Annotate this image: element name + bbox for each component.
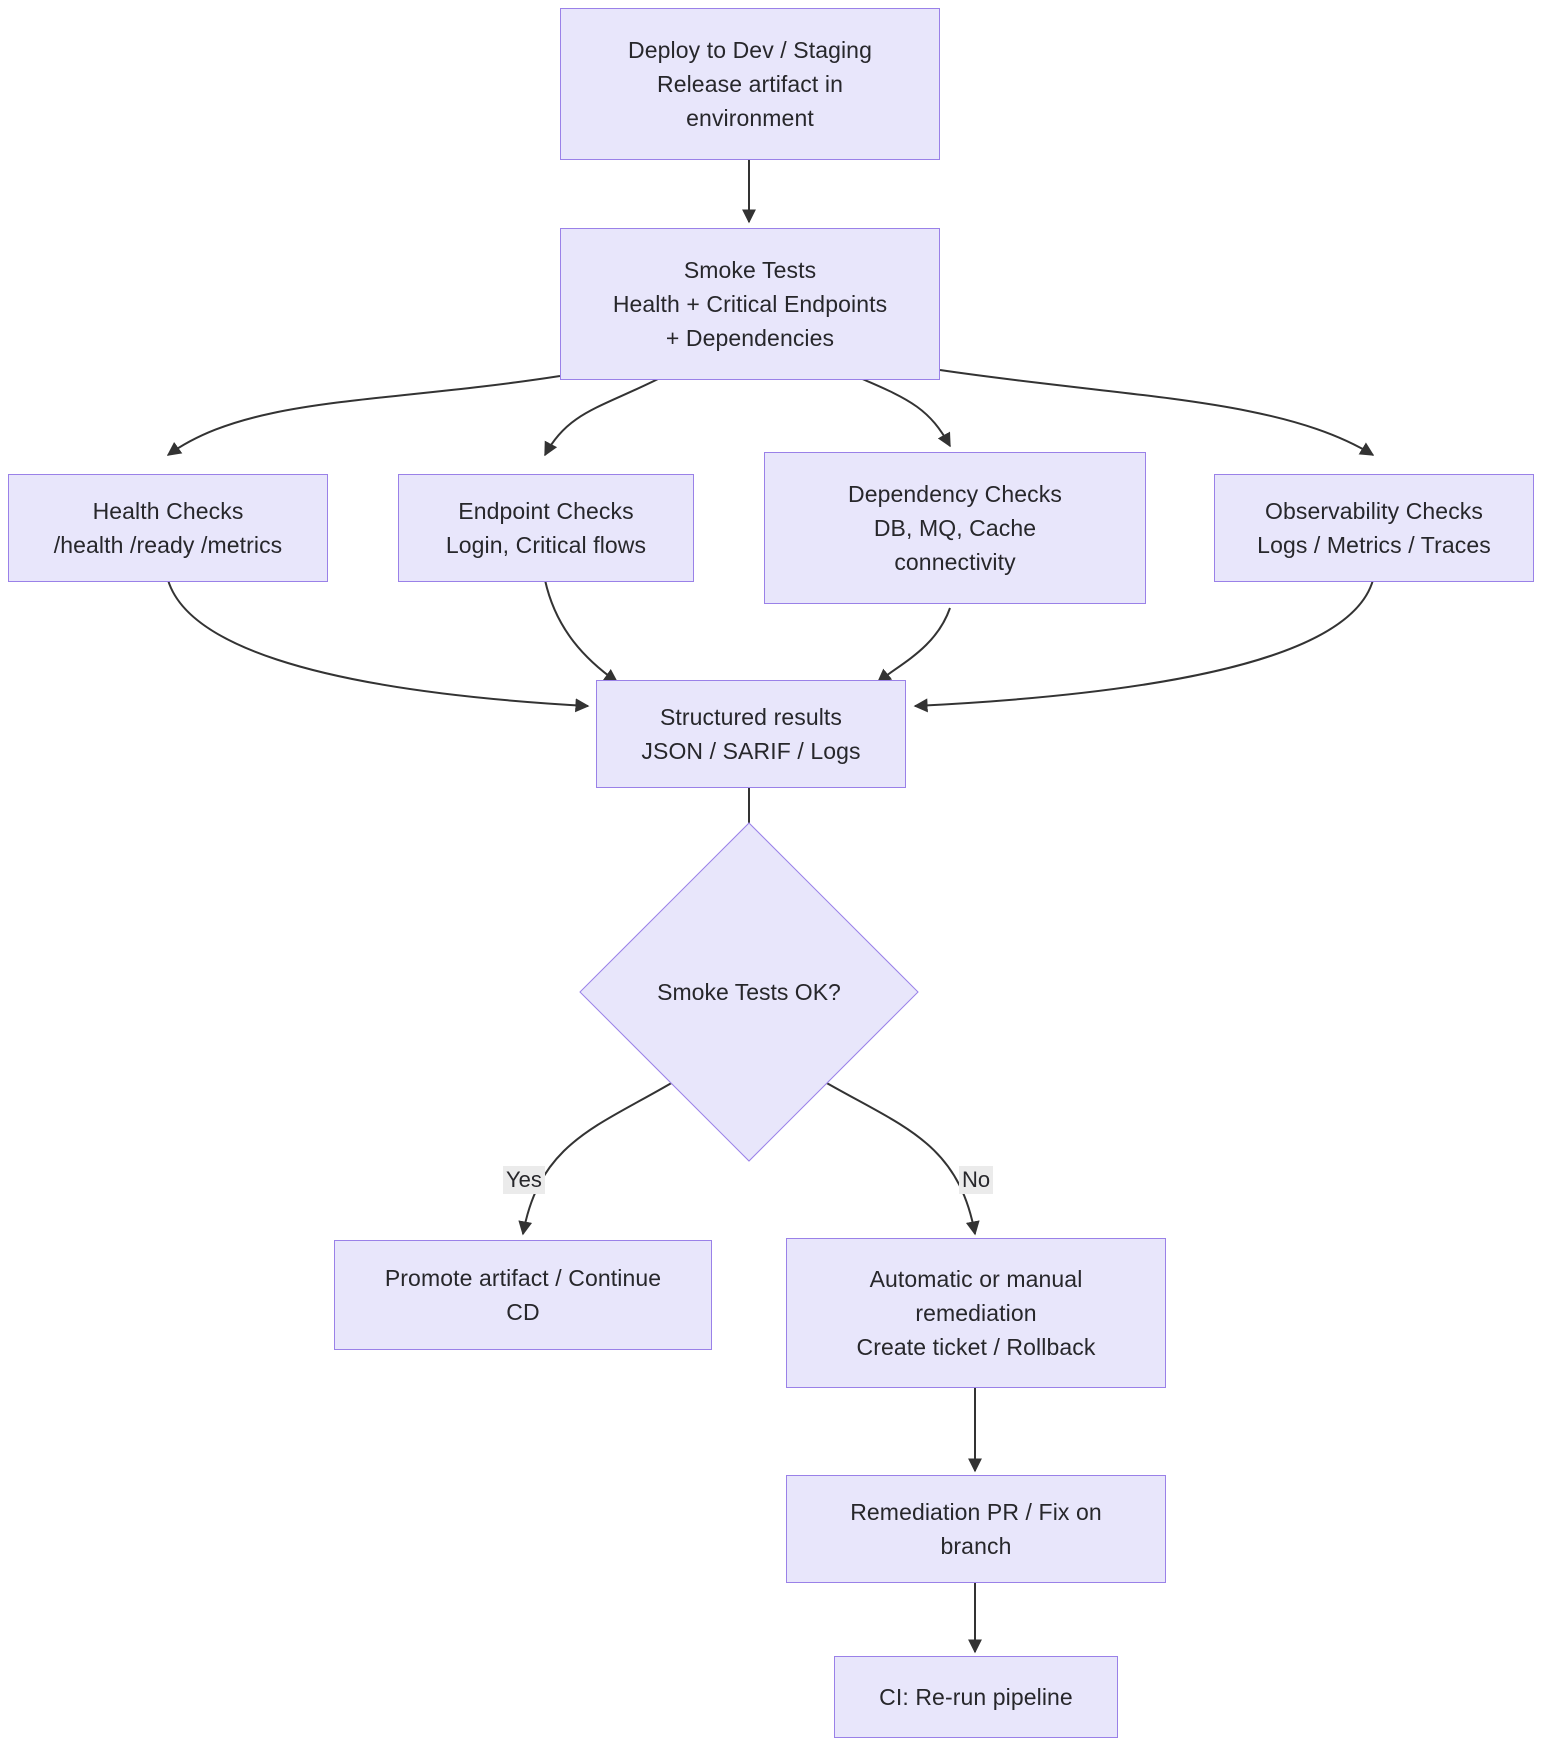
node-remediation-line-1: Automatic or manual	[869, 1266, 1083, 1292]
node-endpoint-line-2: Login, Critical flows	[445, 532, 647, 558]
node-structured-results[interactable]: Structured results JSON / SARIF / Logs	[596, 680, 906, 788]
node-dependency-line-1: Dependency Checks	[848, 481, 1062, 507]
node-deploy-line-2: Release artifact in	[657, 71, 843, 97]
node-dependency-checks[interactable]: Dependency Checks DB, MQ, Cache connecti…	[764, 452, 1146, 604]
node-smoke-line-3: + Dependencies	[665, 325, 835, 351]
node-promote-artifact[interactable]: Promote artifact / Continue CD	[334, 1240, 712, 1350]
node-promote-line-1: Promote artifact / Continue	[384, 1265, 662, 1291]
node-deploy-to-dev-staging[interactable]: Deploy to Dev / Staging Release artifact…	[560, 8, 940, 160]
node-remediation-line-3: Create ticket / Rollback	[856, 1334, 1096, 1360]
edge-smoke-to-observability	[939, 369, 1375, 456]
node-ci-rerun-line-1: CI: Re-run pipeline	[879, 1684, 1073, 1710]
node-ci-rerun-pipeline[interactable]: CI: Re-run pipeline	[834, 1656, 1118, 1738]
node-health-checks[interactable]: Health Checks /health /ready /metrics	[8, 474, 328, 582]
edge-smoke-to-endpoint	[544, 377, 661, 457]
node-remediation-pr[interactable]: Remediation PR / Fix on branch	[786, 1475, 1166, 1583]
edge-smoke-to-dependency	[859, 377, 951, 448]
edge-dependency-to-results	[876, 607, 951, 683]
node-deploy-line-1: Deploy to Dev / Staging	[628, 37, 872, 63]
node-decision-smoke-tests-ok[interactable]: Smoke Tests OK?	[579, 822, 919, 1162]
node-endpoint-checks[interactable]: Endpoint Checks Login, Critical flows	[398, 474, 694, 582]
node-observability-checks[interactable]: Observability Checks Logs / Metrics / Tr…	[1214, 474, 1534, 582]
node-smoke-line-2: Health + Critical Endpoints	[612, 291, 888, 317]
edge-health-to-results	[167, 579, 590, 713]
node-smoke-tests[interactable]: Smoke Tests Health + Critical Endpoints …	[560, 228, 940, 380]
node-dependency-line-2: DB, MQ, Cache	[873, 515, 1037, 541]
node-health-line-2: /health /ready /metrics	[53, 532, 283, 558]
node-endpoint-line-1: Endpoint Checks	[458, 498, 634, 524]
node-observability-line-2: Logs / Metrics / Traces	[1257, 532, 1491, 558]
node-dependency-line-3: connectivity	[894, 549, 1016, 575]
edge-endpoint-to-results	[544, 579, 619, 683]
node-results-line-1: Structured results	[659, 704, 843, 730]
node-remediation[interactable]: Automatic or manual remediation Create t…	[786, 1238, 1166, 1388]
node-remediation-pr-line-2: branch	[940, 1533, 1012, 1559]
node-health-line-1: Health Checks	[92, 498, 244, 524]
edge-label-yes: Yes	[503, 1166, 545, 1194]
node-remediation-line-2: remediation	[915, 1300, 1037, 1326]
node-results-line-2: JSON / SARIF / Logs	[641, 738, 861, 764]
node-observability-line-1: Observability Checks	[1264, 498, 1484, 524]
node-remediation-pr-line-1: Remediation PR / Fix on	[850, 1499, 1102, 1525]
edge-label-no: No	[959, 1166, 994, 1194]
node-promote-line-2: CD	[506, 1299, 540, 1325]
node-decision-label: Smoke Tests OK?	[657, 979, 841, 1005]
node-deploy-line-3: environment	[686, 105, 814, 131]
node-smoke-line-1: Smoke Tests	[683, 257, 817, 283]
edge-smoke-to-health	[166, 375, 561, 456]
